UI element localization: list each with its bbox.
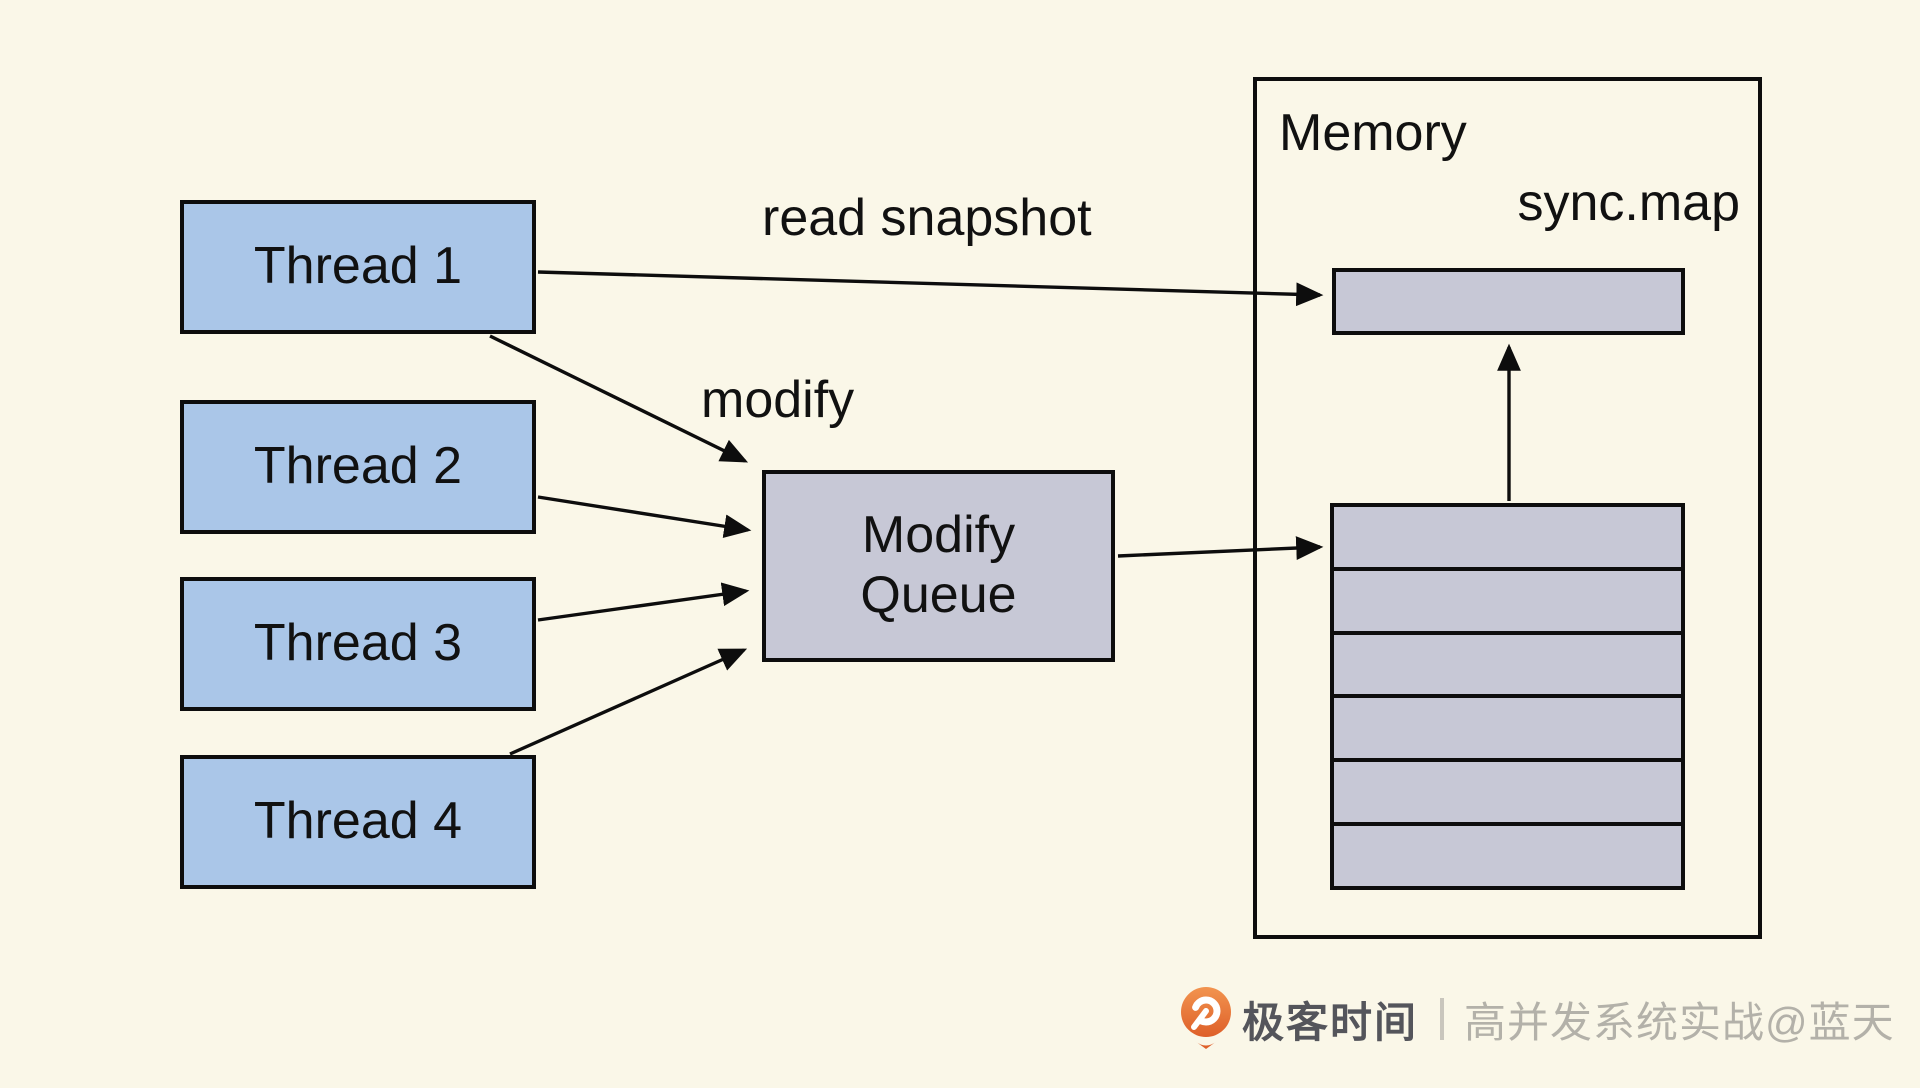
modify-queue-label-line2: Queue: [860, 566, 1017, 624]
geektime-logo-icon: [1181, 987, 1231, 1049]
geektime-brand-text: 极客时间: [1242, 998, 1419, 1046]
thread-1-label: Thread 1: [253, 237, 463, 296]
memory-queue-stack: [1330, 503, 1685, 890]
modify-queue-label-line1: Modify: [861, 506, 1016, 565]
thread-4-node: Thread 4: [180, 755, 536, 889]
thread-3-label: Thread 3: [253, 614, 463, 673]
memory-queue-row: [1334, 566, 1681, 631]
arrow-thread2-to-queue: [537, 495, 752, 539]
memory-queue-row: [1334, 758, 1681, 822]
arrow-thread1-to-snapshot: [537, 270, 1324, 307]
arrow-thread3-to-queue: [537, 582, 750, 622]
memory-container: Memory sync.map: [1253, 77, 1762, 939]
course-watermark-text: 高并发系统实战@蓝天: [1464, 998, 1895, 1046]
modify-edge-label: modify: [701, 371, 855, 429]
thread-3-node: Thread 3: [180, 577, 536, 711]
read-snapshot-edge-label: read snapshot: [762, 189, 1092, 247]
thread-4-label: Thread 4: [253, 792, 463, 851]
sync-map-snapshot-bar: [1332, 268, 1685, 335]
memory-queue-row: [1334, 694, 1681, 758]
memory-queue-row: [1334, 822, 1681, 886]
arrow-thread4-to-queue: [509, 648, 748, 756]
memory-queue-row: [1334, 507, 1681, 567]
watermark-footer: 极客时间 高并发系统实战@蓝天: [1180, 984, 1895, 1054]
memory-title: Memory: [1279, 104, 1467, 162]
thread-1-node: Thread 1: [180, 200, 536, 334]
footer-divider: [1440, 998, 1445, 1040]
sync-map-label: sync.map: [1517, 174, 1740, 232]
thread-2-node: Thread 2: [180, 400, 536, 534]
thread-2-label: Thread 2: [253, 437, 463, 496]
modify-queue-node: Modify Queue: [762, 470, 1115, 662]
memory-queue-row: [1334, 630, 1681, 695]
